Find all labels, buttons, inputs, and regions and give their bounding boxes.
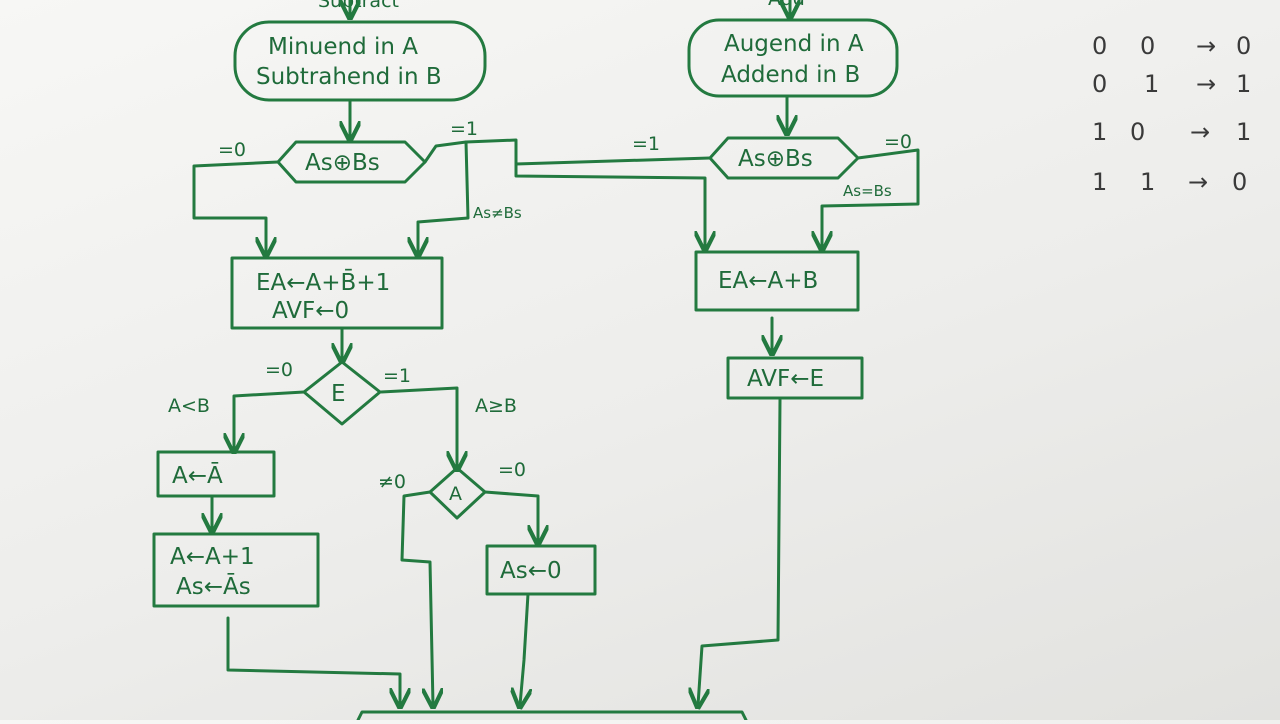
subtract-start-line2: Subtrahend in B — [256, 64, 442, 90]
tt-row2-arrow: → — [1196, 70, 1216, 98]
a-eq0-path — [483, 490, 538, 542]
complement-label: A←Ā — [172, 462, 223, 489]
tt-row4-a: 1 — [1092, 168, 1107, 196]
a-zero-label: A — [449, 483, 462, 505]
xor-truth-table: 0 0 → 0 0 1 → 1 1 0 → 1 1 1 → 0 — [1092, 32, 1251, 196]
subtract-op-box — [230, 256, 444, 330]
add-op-box — [694, 250, 860, 312]
increment-exit-path — [226, 616, 400, 705]
increment-line1: A←A+1 — [170, 544, 255, 570]
subtract-eq0-path — [192, 160, 280, 254]
a-zero-decision — [428, 466, 487, 520]
add-start-terminal — [687, 18, 899, 98]
tt-row3-arrow: → — [1190, 118, 1210, 146]
increment-line2: As←Ās — [176, 573, 251, 600]
subtract-xor-label: As⊕Bs — [305, 150, 380, 176]
clear-sign-exit-path — [520, 592, 528, 705]
add-header: Add — [768, 0, 805, 10]
subtract-to-add-path — [464, 138, 705, 248]
cond-a-ge-b: A≥B — [475, 395, 517, 417]
subtract-op-line2: AVF←0 — [272, 298, 349, 324]
increment-box — [152, 532, 320, 608]
tt-row1-a: 0 — [1092, 32, 1107, 60]
avf-label: AVF←E — [747, 366, 824, 392]
end-terminal — [356, 710, 748, 722]
complement-box — [156, 450, 276, 498]
add-start-line2: Addend in B — [721, 62, 860, 88]
subtract-xor-eq1: =1 — [450, 118, 478, 140]
add-xor-label: As⊕Bs — [738, 146, 813, 172]
clear-sign-box — [485, 544, 597, 596]
add-eq0-path — [822, 148, 920, 248]
e-eq0-path — [234, 390, 306, 450]
tt-row4-arrow: → — [1188, 168, 1208, 196]
add-eq1-path — [514, 156, 712, 166]
tt-row4-out: 0 — [1232, 168, 1247, 196]
subtract-cond-neq: As≠Bs — [473, 204, 522, 222]
a-ne0-label: ≠0 — [378, 471, 406, 493]
clear-sign-label: As←0 — [500, 558, 562, 584]
tt-row1-out: 0 — [1236, 32, 1251, 60]
tt-row4-b: 1 — [1140, 168, 1155, 196]
avf-exit-path — [698, 398, 782, 705]
subtract-start-terminal — [233, 20, 487, 102]
a-ne0-path — [400, 490, 433, 705]
cond-a-lt-b: A<B — [168, 395, 210, 417]
subtract-start-line1: Minuend in A — [268, 34, 418, 60]
tt-row1-b: 0 — [1140, 32, 1155, 60]
add-op-label: EA←A+B — [718, 268, 818, 294]
tt-row1-arrow: → — [1196, 32, 1216, 60]
e-eq1-path — [378, 386, 457, 468]
add-xor-eq1: =1 — [632, 133, 660, 155]
subtract-eq1-path — [418, 140, 470, 254]
tt-row2-out: 1 — [1236, 70, 1251, 98]
tt-row3-a: 1 — [1092, 118, 1107, 146]
add-start-line1: Augend in A — [724, 31, 864, 57]
tt-row3-out: 1 — [1236, 118, 1251, 146]
subtract-xor-eq0: =0 — [218, 139, 246, 161]
e-label: E — [331, 381, 346, 407]
e-decision — [302, 360, 382, 426]
tt-row2-b: 1 — [1144, 70, 1159, 98]
a-eq0-label: =0 — [498, 459, 526, 481]
e-eq0: =0 — [265, 359, 293, 381]
add-cond-eq: As=Bs — [843, 182, 892, 200]
avf-box — [726, 356, 864, 400]
tt-row3-b: 0 — [1130, 118, 1145, 146]
subtract-op-line1: EA←A+B̄+1 — [256, 268, 390, 296]
tt-row2-a: 0 — [1092, 70, 1107, 98]
add-xor-eq0: =0 — [884, 131, 912, 153]
subtract-header: Subtract — [318, 0, 399, 12]
e-eq1: =1 — [383, 365, 411, 387]
